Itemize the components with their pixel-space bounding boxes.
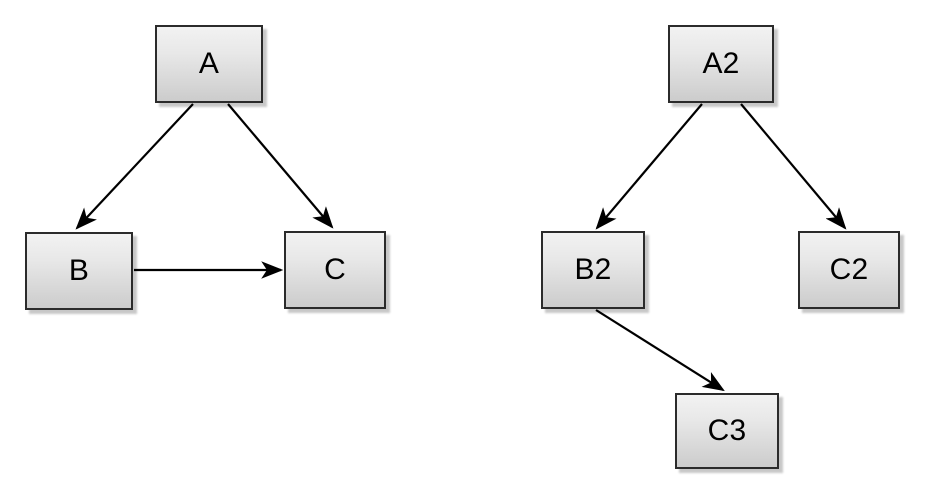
edges-group bbox=[75, 103, 847, 392]
edge-b2-to-c3[interactable] bbox=[595, 309, 725, 392]
node-label: B2 bbox=[574, 253, 612, 286]
node-label: C bbox=[324, 253, 346, 286]
node-c2[interactable]: C2 bbox=[798, 231, 900, 309]
node-label: A bbox=[198, 47, 220, 80]
node-label: C3 bbox=[707, 414, 747, 447]
node-b[interactable]: B bbox=[25, 232, 133, 310]
edge-a-to-b[interactable] bbox=[75, 103, 194, 230]
node-label: C2 bbox=[829, 253, 869, 286]
node-label: B bbox=[68, 254, 90, 287]
edge-a2-to-b2[interactable] bbox=[595, 103, 703, 230]
node-label: A2 bbox=[702, 47, 740, 80]
node-a[interactable]: A bbox=[155, 25, 263, 103]
node-c[interactable]: C bbox=[284, 231, 386, 309]
node-b2[interactable]: B2 bbox=[541, 231, 645, 309]
node-a2[interactable]: A2 bbox=[668, 25, 774, 103]
edge-a2-to-c2[interactable] bbox=[740, 103, 847, 230]
edge-a-to-c[interactable] bbox=[227, 103, 334, 229]
node-c3[interactable]: C3 bbox=[675, 393, 779, 469]
